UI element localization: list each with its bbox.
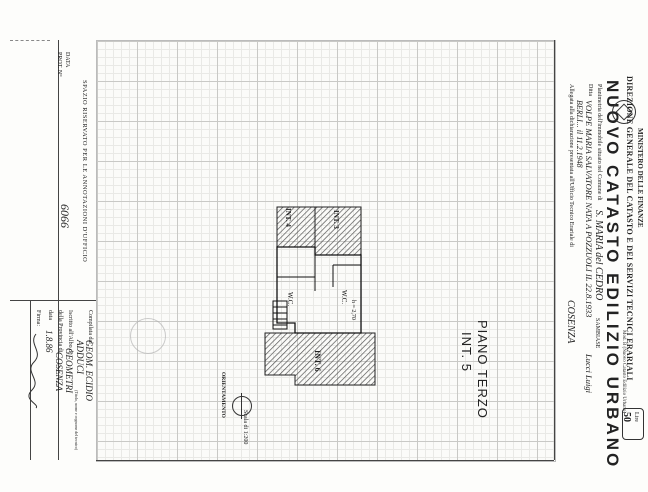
signature-border: [30, 300, 31, 460]
compiled-label: Compilata dal: [87, 310, 93, 344]
owner-label: Ditta: [587, 84, 593, 96]
location-extra: SAMBIASE: [594, 318, 600, 349]
height-note: h = 2,70: [350, 300, 356, 320]
room-int3: INT. 3: [332, 210, 340, 229]
owner-extra: Lucci Luigi: [584, 354, 594, 393]
scale-label: Scala di 1:200: [242, 410, 248, 445]
ministry-text: MINISTERO DELLE FINANZE: [636, 128, 644, 228]
registered-value: GEOMETRI: [64, 348, 74, 393]
price-value: 50: [621, 412, 632, 422]
bottom-border: [96, 460, 554, 461]
signature-mark: [28, 333, 38, 409]
unit-label: INT. 5: [459, 332, 474, 372]
province-value: COSENZA: [54, 352, 64, 392]
signature-divider: [10, 300, 96, 301]
room-int4: INT. 4: [284, 208, 292, 227]
province-label: della Provincia di: [57, 310, 63, 353]
floor-label: PIANO TERZO: [475, 320, 490, 419]
owner-value: VOLPE MARIA SALVATORE NATA A POZZUOLI IL…: [584, 100, 594, 318]
room-wc-2: W.C.: [340, 290, 348, 305]
floor-plan: [264, 206, 376, 386]
office-stamp-icon: [130, 318, 166, 354]
office-handwritten-note: 6066: [58, 204, 72, 228]
reserved-space-label: SPAZIO RISERVATO PER LE ANNOTAZIONI D'UF…: [81, 80, 88, 263]
top-stamp-line: [10, 40, 50, 41]
date-label-compiler: data: [47, 310, 53, 320]
model-text: Mod. B (Nuovo Catasto Edilizio Urbano): [621, 330, 626, 414]
location-value: S. MARIA del CEDRO: [593, 210, 604, 301]
location-label: Planimetria dell'immobile situato nel Co…: [596, 84, 602, 201]
room-int6: INT. 6: [313, 350, 322, 372]
price-label: Lire: [633, 412, 639, 422]
prot-label: PROT. N°: [56, 52, 62, 77]
header-border: [554, 40, 555, 460]
attached-value: COSENZA: [565, 300, 576, 344]
owner-birth: BERLI... il 11.2.1948: [575, 100, 584, 168]
north-arrow-icon: [232, 393, 252, 419]
room-wc-1: W.C.: [286, 292, 294, 307]
compiled-value: GEOM. ECIDIO: [84, 340, 94, 401]
republic-crest-icon: [612, 100, 636, 124]
left-border: [58, 40, 59, 460]
orientation-label: ORIENTAMENTO: [220, 372, 226, 418]
document-title: NUOVO CATASTO EDILIZIO URBANO: [603, 80, 622, 470]
compiler-title-hint: (Titolo, nome e cognome del tecnico): [74, 390, 79, 451]
price-box: [622, 408, 644, 440]
attached-label: Allegata alla dichiarazione presentata a…: [568, 84, 574, 247]
date-label: DATA: [64, 52, 70, 68]
signature-label: Firma:: [35, 310, 41, 326]
compiler-name: ADDUCI: [75, 340, 85, 374]
